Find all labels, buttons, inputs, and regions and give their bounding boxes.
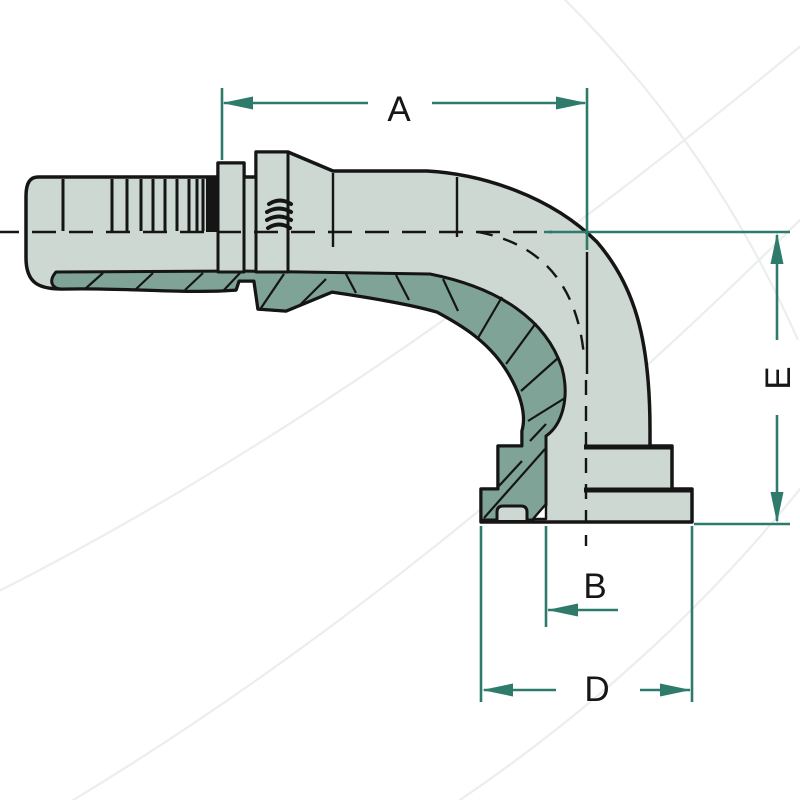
bore-chamfer <box>531 502 548 521</box>
dimension-b: B <box>544 526 618 627</box>
collar-block <box>216 161 246 274</box>
nut-block <box>254 150 290 274</box>
dimension-e-label: E <box>759 366 798 389</box>
dimension-b-label: B <box>583 567 606 606</box>
dimension-e: E <box>544 230 798 526</box>
spring-symbol <box>265 198 293 230</box>
oring-groove <box>495 504 529 520</box>
dimension-d: D <box>479 526 694 709</box>
dimension-a: A <box>220 88 589 250</box>
section-wall <box>50 269 567 522</box>
barb-lines <box>61 177 218 232</box>
dimension-a-label: A <box>387 90 411 129</box>
section-hatching <box>84 271 566 519</box>
centerlines <box>0 230 589 546</box>
dimension-d-label: D <box>584 670 609 709</box>
